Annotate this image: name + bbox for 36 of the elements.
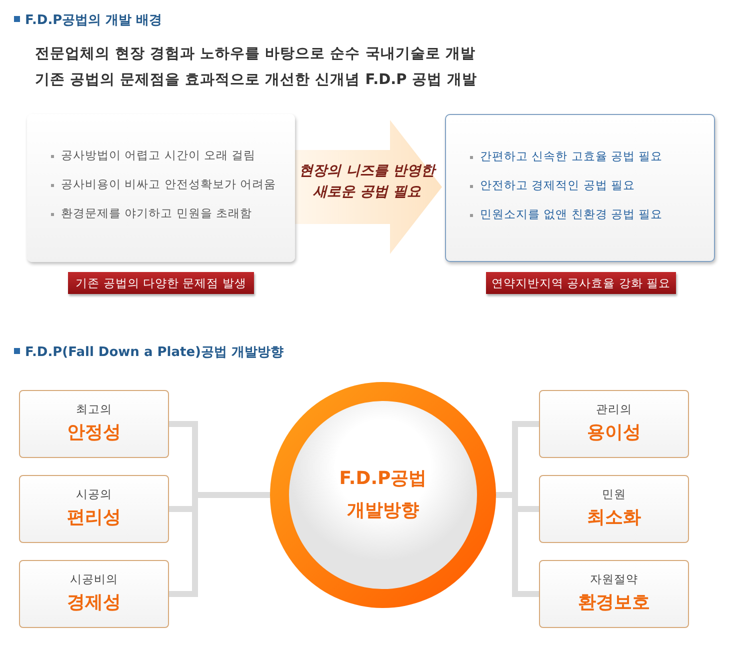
feature-box bbox=[539, 390, 689, 458]
bullet-text: 안전하고 경제적인 공법 필요 bbox=[480, 178, 635, 193]
edge-label: 현장의 니즈를 반영한 새로운 공법 필요 bbox=[298, 162, 437, 202]
box-title: 안정성 bbox=[66, 421, 122, 444]
feature-box bbox=[19, 475, 169, 543]
box-subtitle: 민원 bbox=[601, 487, 627, 502]
box-subtitle: 최고의 bbox=[75, 402, 113, 417]
box-title: 최소화 bbox=[586, 506, 642, 529]
caption-banner: 연약지반지역 공사효율 강화 필요 bbox=[486, 272, 676, 294]
center-circle bbox=[270, 382, 496, 608]
box-title: 환경보호 bbox=[577, 591, 651, 614]
center-text: F.D.P공법 개발방향 bbox=[338, 467, 428, 523]
info-card bbox=[27, 114, 295, 262]
box-subtitle: 자원절약 bbox=[589, 572, 639, 587]
feature-box bbox=[539, 560, 689, 628]
block-arrow bbox=[295, 120, 442, 254]
bullet-text: 공사비용이 비싸고 안전성확보가 어려움 bbox=[61, 177, 276, 192]
caption-banner: 기존 공법의 다양한 문제점 발생 bbox=[68, 272, 254, 294]
bullet-text: 공사방법이 어렵고 시간이 오래 걸림 bbox=[61, 148, 256, 163]
box-subtitle: 시공비의 bbox=[69, 572, 119, 587]
box-title: 편리성 bbox=[66, 506, 122, 529]
box-title: 경제성 bbox=[66, 591, 122, 614]
box-subtitle: 시공의 bbox=[75, 487, 113, 502]
box-title: 용이성 bbox=[586, 421, 642, 444]
feature-box bbox=[19, 390, 169, 458]
feature-box bbox=[19, 560, 169, 628]
intro-text: 전문업체의 현장 경험과 노하우를 바탕으로 순수 국내기술로 개발 bbox=[35, 45, 476, 63]
section-heading: F.D.P(Fall Down a Plate)공법 개발방향 bbox=[25, 344, 284, 361]
bullet-text: 민원소지를 없앤 친환경 공법 필요 bbox=[480, 207, 663, 222]
section-heading: F.D.P공법의 개발 배경 bbox=[25, 12, 162, 29]
bullet-text: 환경문제를 야기하고 민원을 초래함 bbox=[61, 206, 252, 221]
feature-box bbox=[539, 475, 689, 543]
box-subtitle: 관리의 bbox=[595, 402, 633, 417]
intro-text: 기존 공법의 문제점을 효과적으로 개선한 신개념 F.D.P 공법 개발 bbox=[35, 71, 477, 89]
bullet-text: 간편하고 신속한 고효율 공법 필요 bbox=[480, 149, 663, 164]
info-card bbox=[445, 114, 715, 262]
